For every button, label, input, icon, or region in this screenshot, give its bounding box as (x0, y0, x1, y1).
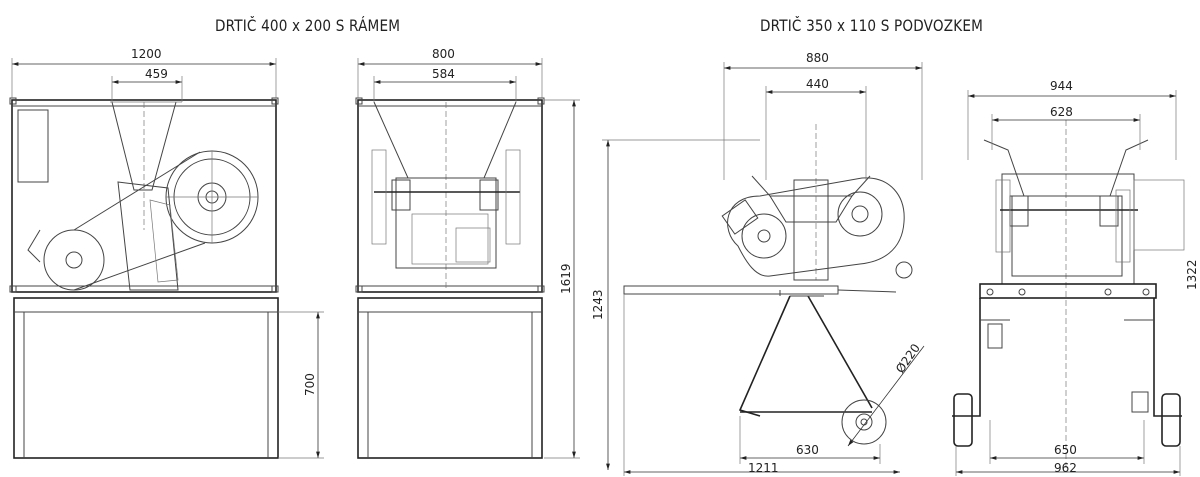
dim-front-chassis-hopper: 628 (1050, 105, 1073, 119)
dim-wheel-span: 962 (1054, 461, 1077, 475)
view-4-front (952, 90, 1185, 476)
view-2-front (355, 58, 580, 459)
dim-chassis-length: 1211 (748, 461, 779, 475)
dim-front-chassis-width: 944 (1050, 79, 1073, 93)
dim-hopper-width: 459 (145, 67, 168, 81)
dim-wheel-diameter: Ø220 (893, 341, 923, 376)
title-right: DRTIČ 350 x 110 S PODVOZKEM (760, 16, 984, 35)
dim-total-height: 1619 (559, 263, 573, 294)
dim-stand-height: 700 (303, 373, 317, 396)
dim-chassis-height: 1243 (591, 289, 605, 320)
dim-wheel-base: 630 (796, 443, 819, 457)
dim-front-chassis-height: 1322 (1185, 259, 1199, 290)
dim-front-width: 800 (432, 47, 455, 61)
dim-track-width: 650 (1054, 443, 1077, 457)
dim-overall-width: 1200 (131, 47, 162, 61)
view-1-side (9, 58, 324, 459)
dim-chassis-hopper: 440 (806, 77, 829, 91)
title-left: DRTIČ 400 x 200 S RÁMEM (215, 16, 401, 35)
dim-chassis-width: 880 (806, 51, 829, 65)
view-3-side (602, 62, 925, 476)
dim-front-hopper: 584 (432, 67, 455, 81)
